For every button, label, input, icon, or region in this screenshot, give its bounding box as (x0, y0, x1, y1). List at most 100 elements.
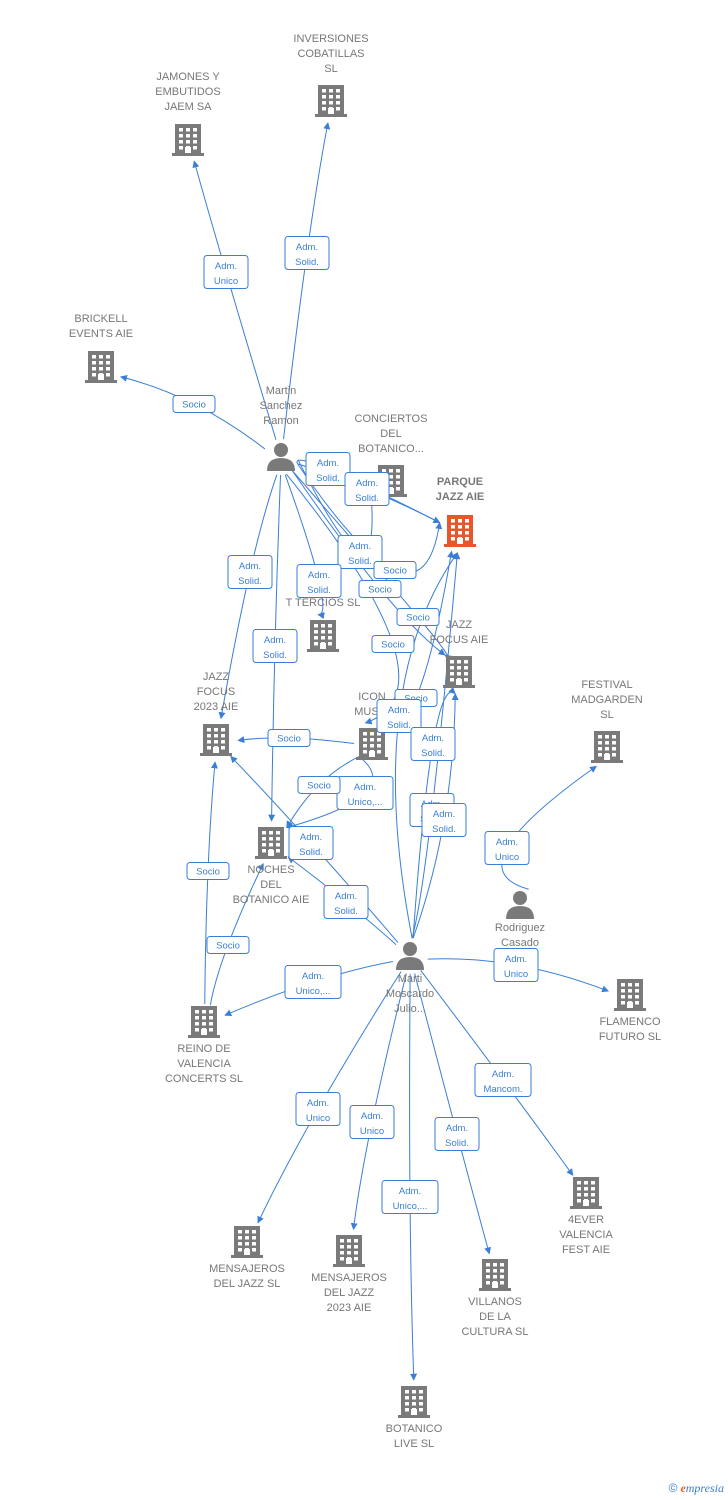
edge-label-text: Socio (277, 734, 301, 745)
edge-label-text: Adm. (300, 832, 322, 843)
node-label-line: LIVE SL (394, 1438, 434, 1450)
edge-label[interactable]: Socio (396, 608, 440, 626)
edge-label-text: Solid. (348, 556, 372, 567)
node-label-line: JAEM SA (164, 101, 212, 113)
edge-label[interactable]: Adm.Solid. (434, 1117, 480, 1151)
node-label-line: EMBUTIDOS (155, 86, 220, 98)
node-label-line: COBATILLAS (297, 48, 364, 60)
edge-label[interactable]: Adm.Solid. (376, 699, 422, 733)
node-label-line: SL (324, 63, 337, 75)
edge-label-text: Socio (196, 867, 220, 878)
building-icon (356, 728, 388, 760)
brand-logo-rest: mpresia (685, 1481, 724, 1495)
edge-label-text: Solid. (334, 906, 358, 917)
node-label-line: EVENTS AIE (69, 328, 133, 340)
node-label-line: FLAMENCO (599, 1016, 661, 1028)
node-marti[interactable]: MartiMoscardoJulio... (386, 942, 434, 1015)
edge-label-text: Adm. (399, 1186, 421, 1197)
edge-label-box (203, 255, 249, 289)
edge-label[interactable]: Adm.Unico,... (336, 776, 394, 810)
edge-label[interactable]: Socio (371, 635, 415, 653)
edge-label[interactable]: Adm.Solid. (305, 452, 351, 486)
edge-label[interactable]: Socio (297, 776, 341, 794)
node-label-line: MENSAJEROS (209, 1263, 285, 1275)
edge-label[interactable]: Socio (186, 862, 230, 880)
edge-label-box (373, 561, 417, 579)
node-label-line: CONCIERTOS (355, 413, 428, 425)
edge-label-box (410, 727, 456, 761)
node-label-line: DEL (380, 428, 401, 440)
edge-label[interactable]: Adm.Unico,... (284, 965, 342, 999)
edge-label-text: Adm. (349, 541, 371, 552)
edge-label-text: Adm. (356, 478, 378, 489)
edge-label[interactable]: Adm. Unico,... (381, 1180, 439, 1214)
edge-label[interactable]: Adm.Solid. (227, 555, 273, 589)
edge-label[interactable]: Adm.Mancom. (474, 1063, 532, 1097)
edge-label[interactable]: Adm.Solid. (344, 472, 390, 506)
node-label-line: JAZZ (446, 619, 473, 631)
edge-label[interactable]: Socio (373, 561, 417, 579)
edge-label-text: Unico (306, 1113, 330, 1124)
edge-label[interactable]: Adm.Solid. (323, 885, 369, 919)
building-icon (614, 979, 646, 1011)
node-label-line: PARQUE (437, 476, 483, 488)
building-icon (231, 1226, 263, 1258)
node-label-line: 2023 AIE (327, 1302, 372, 1314)
edge-label-text: Adm. (361, 1111, 383, 1122)
edge-label[interactable]: Adm. Solid. (337, 535, 383, 569)
node-label-line: MENSAJEROS (311, 1272, 387, 1284)
edge-label-text: Socio (216, 941, 240, 952)
edge-label[interactable]: Adm. Solid. (288, 826, 334, 860)
edge-label[interactable]: Adm.Unico (203, 255, 249, 289)
edge-label-box (337, 535, 383, 569)
edge-label[interactable]: Adm.Unico (484, 831, 530, 865)
edge-reino-noches (209, 862, 264, 1006)
edge-label-text: Solid. (445, 1138, 469, 1149)
edge-label[interactable]: Adm.Solid. (284, 236, 330, 270)
node-label-line: DE LA (479, 1311, 511, 1323)
node-label-line: CULTURA SL (461, 1326, 528, 1338)
edge-label[interactable]: Socio (206, 936, 250, 954)
building-icon (85, 351, 117, 383)
edge-label[interactable]: Adm.Solid. (410, 727, 456, 761)
node-conciertos[interactable]: CONCIERTOSDELBOTANICO... (355, 413, 428, 497)
node-label-line: CONCERTS SL (165, 1073, 243, 1085)
node-label-line: T TERCIOS SL (286, 597, 361, 609)
edge-label[interactable]: Adm.Unico (493, 948, 539, 982)
edge-label-text: Adm. (496, 837, 518, 848)
edge-label-text: Socio (381, 640, 405, 651)
edge-label[interactable]: Adm.Solid. (252, 629, 298, 663)
edge-label-text: Adm. (308, 570, 330, 581)
node-tercios[interactable]: T TERCIOS SL (286, 597, 361, 652)
edge-label[interactable]: Adm.Solid. (421, 803, 467, 837)
edge-label-text: Socio (406, 613, 430, 624)
edge-label[interactable]: Socio (172, 395, 216, 413)
edge-label[interactable]: Adm.Unico (295, 1092, 341, 1126)
edge-label-box (349, 1105, 395, 1139)
edge-label[interactable]: Adm.Solid. (296, 564, 342, 598)
edge-label-text: Solid. (299, 847, 323, 858)
edge-label[interactable]: Socio (358, 580, 402, 598)
edge-label[interactable]: Socio (267, 729, 311, 747)
edge-label-text: Unico,... (393, 1201, 428, 1212)
edge-label[interactable]: Adm.Unico (349, 1105, 395, 1139)
edge-label-box (305, 452, 351, 486)
building-icon (200, 724, 232, 756)
